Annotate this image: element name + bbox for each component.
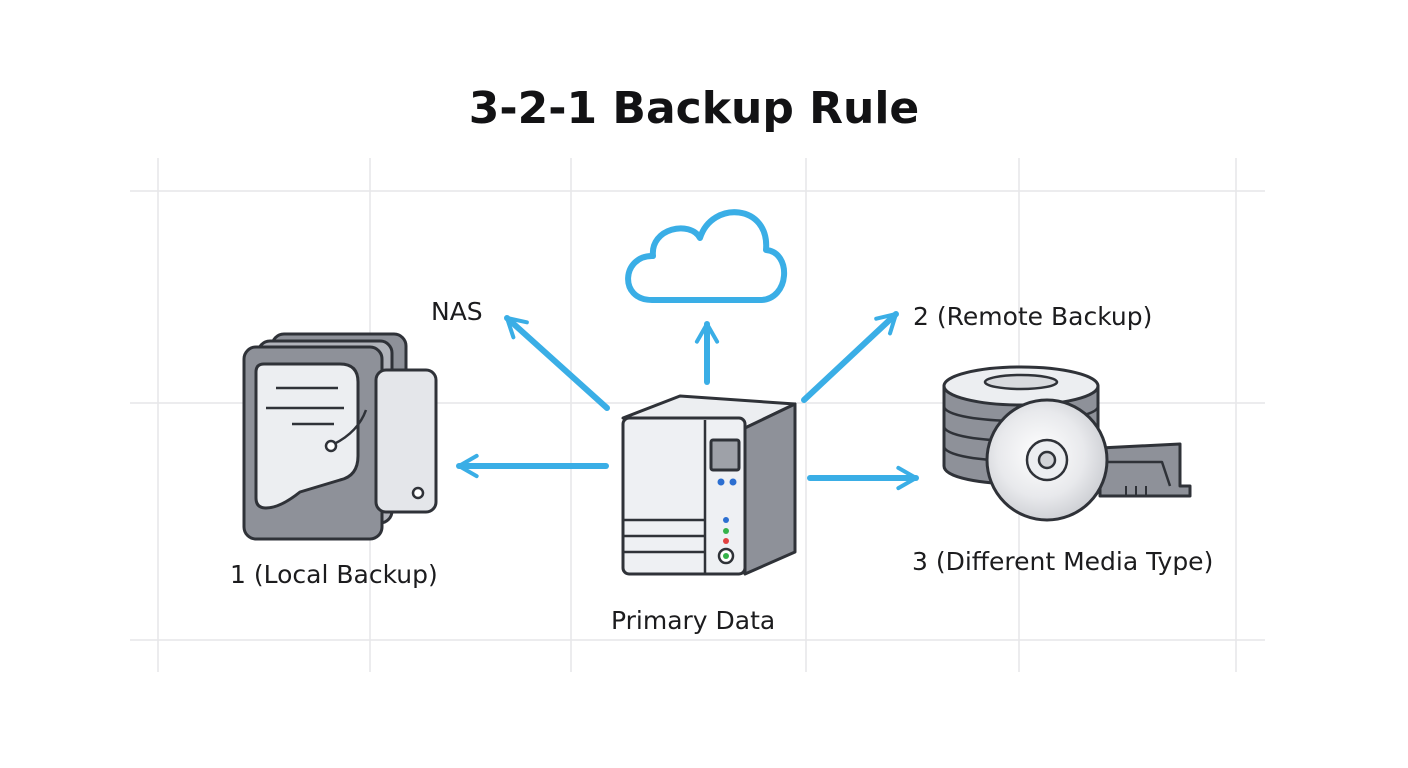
cloud-icon xyxy=(625,209,788,303)
primary-data-label: Primary Data xyxy=(611,606,776,635)
local-drives-icon xyxy=(242,332,438,541)
arrow-to-remote xyxy=(801,311,899,403)
nas-label: NAS xyxy=(431,297,483,326)
disk-media-icon xyxy=(942,365,1192,522)
page-title: 3-2-1 Backup Rule xyxy=(468,83,920,134)
local-backup-label: 1 (Local Backup) xyxy=(230,560,438,589)
arrow-to-nas xyxy=(504,315,610,411)
remote-backup-label: 2 (Remote Backup) xyxy=(913,302,1153,331)
nas-server-icon xyxy=(621,394,797,576)
media-type-label: 3 (Different Media Type) xyxy=(912,547,1214,576)
